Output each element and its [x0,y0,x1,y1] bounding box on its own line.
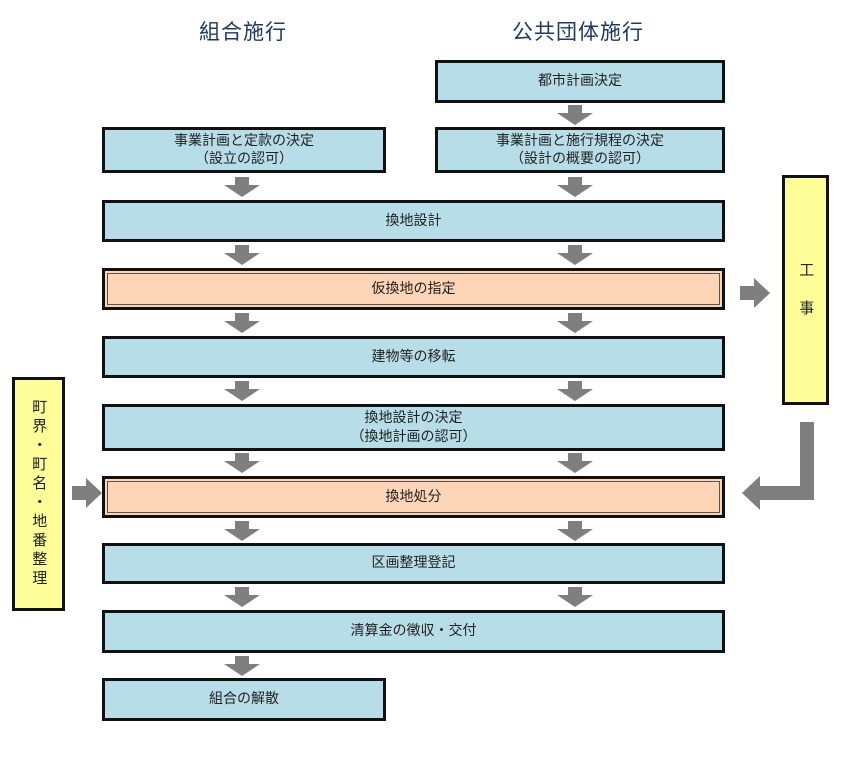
arrow-right-icon [72,478,102,508]
box-kumiai-plan: 事業計画と定款の決定 （設立の認可） [102,127,386,173]
sublabel: （設計の概要の認可） [510,151,650,167]
sublabel: （換地計画の認可） [350,428,477,445]
arrow-down-icon [224,587,260,607]
box-kokyo-plan: 事業計画と施行規程の決定 （設計の概要の認可） [435,127,725,173]
box-toki: 区画整理登記 [102,543,725,584]
label: 建物等の移転 [371,348,456,365]
label: 組合の解散 [209,691,279,708]
heading-kokyo: 公共団体施行 [512,20,644,44]
label: 清算金の徴収・交付 [350,623,477,640]
box-iten: 建物等の移転 [102,336,725,378]
box-kaisan: 組合の解散 [102,678,386,721]
box-kanchi-sekkei: 換地設計 [102,200,725,242]
arrow-down-icon [557,381,593,401]
label: 都市計画決定 [538,73,622,90]
label: 仮換地の指定 [371,280,456,297]
box-toshi-keikaku: 都市計画決定 [435,60,725,103]
arrow-down-icon [557,521,593,541]
arrow-down-icon [557,245,593,265]
arrow-down-icon [224,453,260,473]
sublabel: （設立の認可） [195,151,293,167]
label: 換地処分 [385,488,442,505]
box-kettei: 換地設計の決定（換地計画の認可） [102,404,725,451]
box-koji: 工 事 [782,175,829,405]
label: 工 事 [797,261,816,319]
arrow-elbow-left-icon [742,422,814,510]
box-shobun: 換地処分 [102,476,725,518]
arrow-down-icon [224,381,260,401]
arrow-down-icon [224,313,260,333]
arrow-down-icon [224,245,260,265]
heading-kumiai: 組合施行 [199,20,287,44]
arrow-down-icon [224,177,260,197]
label: 事業計画と定款の決定 [174,132,314,149]
box-seisan: 清算金の徴収・交付 [102,610,725,653]
arrow-down-icon [557,177,593,197]
box-karikanchi: 仮換地の指定 [102,268,725,310]
arrow-down-icon [224,521,260,541]
arrow-down-icon [224,656,260,676]
arrow-right-icon [740,278,770,308]
label: 事業計画と施行規程の決定 [496,132,664,149]
label: 換地設計 [385,212,442,229]
arrow-down-icon [557,313,593,333]
arrow-down-icon [557,587,593,607]
arrow-down-icon [557,105,593,125]
box-chokai-seiri: 町界・町名・地番整理 [12,377,65,611]
label: 町界・町名・地番整理 [30,399,49,589]
label: 換地設計の決定 [364,410,463,427]
label: 区画整理登記 [371,555,456,572]
arrow-down-icon [557,453,593,473]
